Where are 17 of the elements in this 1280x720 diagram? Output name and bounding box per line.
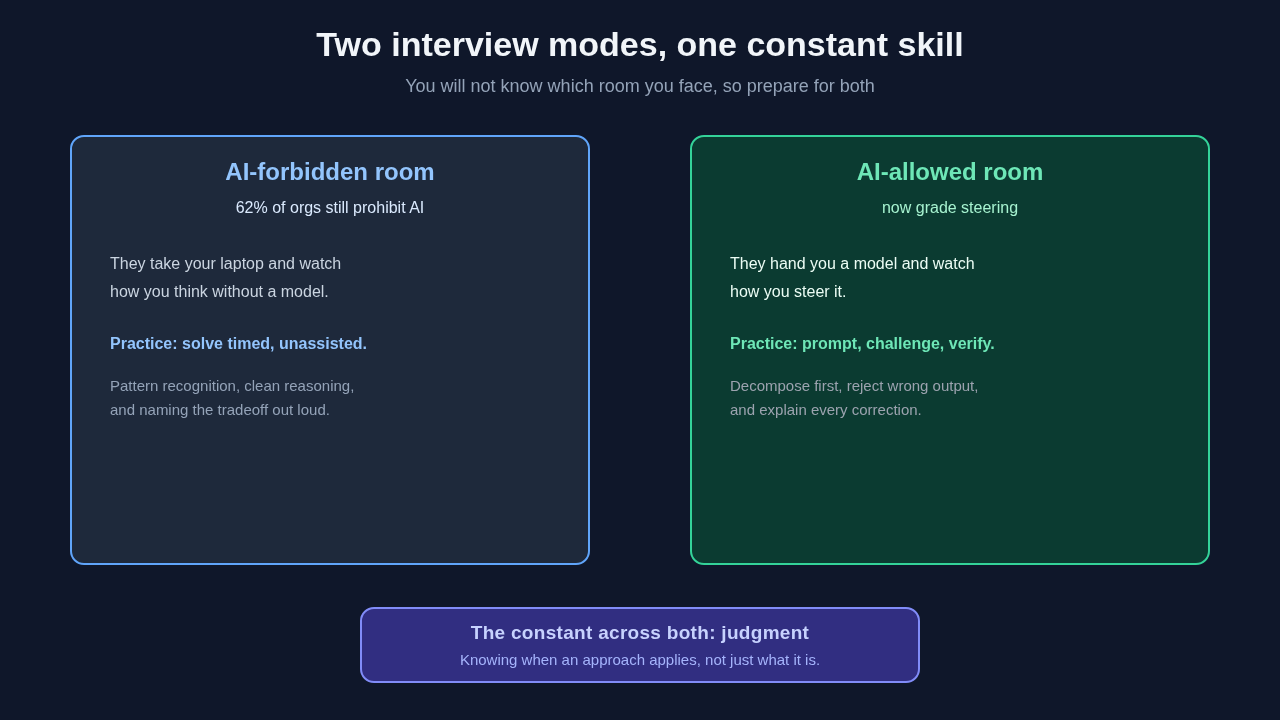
card-note: Decompose first, reject wrong output, and explain every correction. [730,376,980,420]
card-heading: AI-forbidden room [225,157,435,187]
card-heading: AI-allowed room [856,157,1044,187]
card-note: Pattern recognition, clean reasoning, and naming the tradeoff out loud. [110,376,356,420]
card-panel [690,135,1210,565]
page-title: Two interview modes, one constant skill [316,24,964,64]
summary-heading: The constant across both: judgment [470,621,810,645]
summary-panel [360,607,920,683]
card-subtitle: 62% of orgs still prohibit AI [235,198,425,218]
card-description: They take your laptop and watch how you think without a model. [110,254,343,302]
card-subtitle: now grade steering [881,198,1019,218]
card-panel [70,135,590,565]
card-description: They hand you a model and watch how you steer it. [730,254,976,302]
practice-tip: Practice: solve timed, unassisted. [110,334,368,354]
summary-text: Knowing when an approach applies, not just what it is. [459,650,821,670]
practice-tip: Practice: prompt, challenge, verify. [730,334,996,354]
page-subtitle: You will not know which room you face, so prepare for both [405,75,875,98]
